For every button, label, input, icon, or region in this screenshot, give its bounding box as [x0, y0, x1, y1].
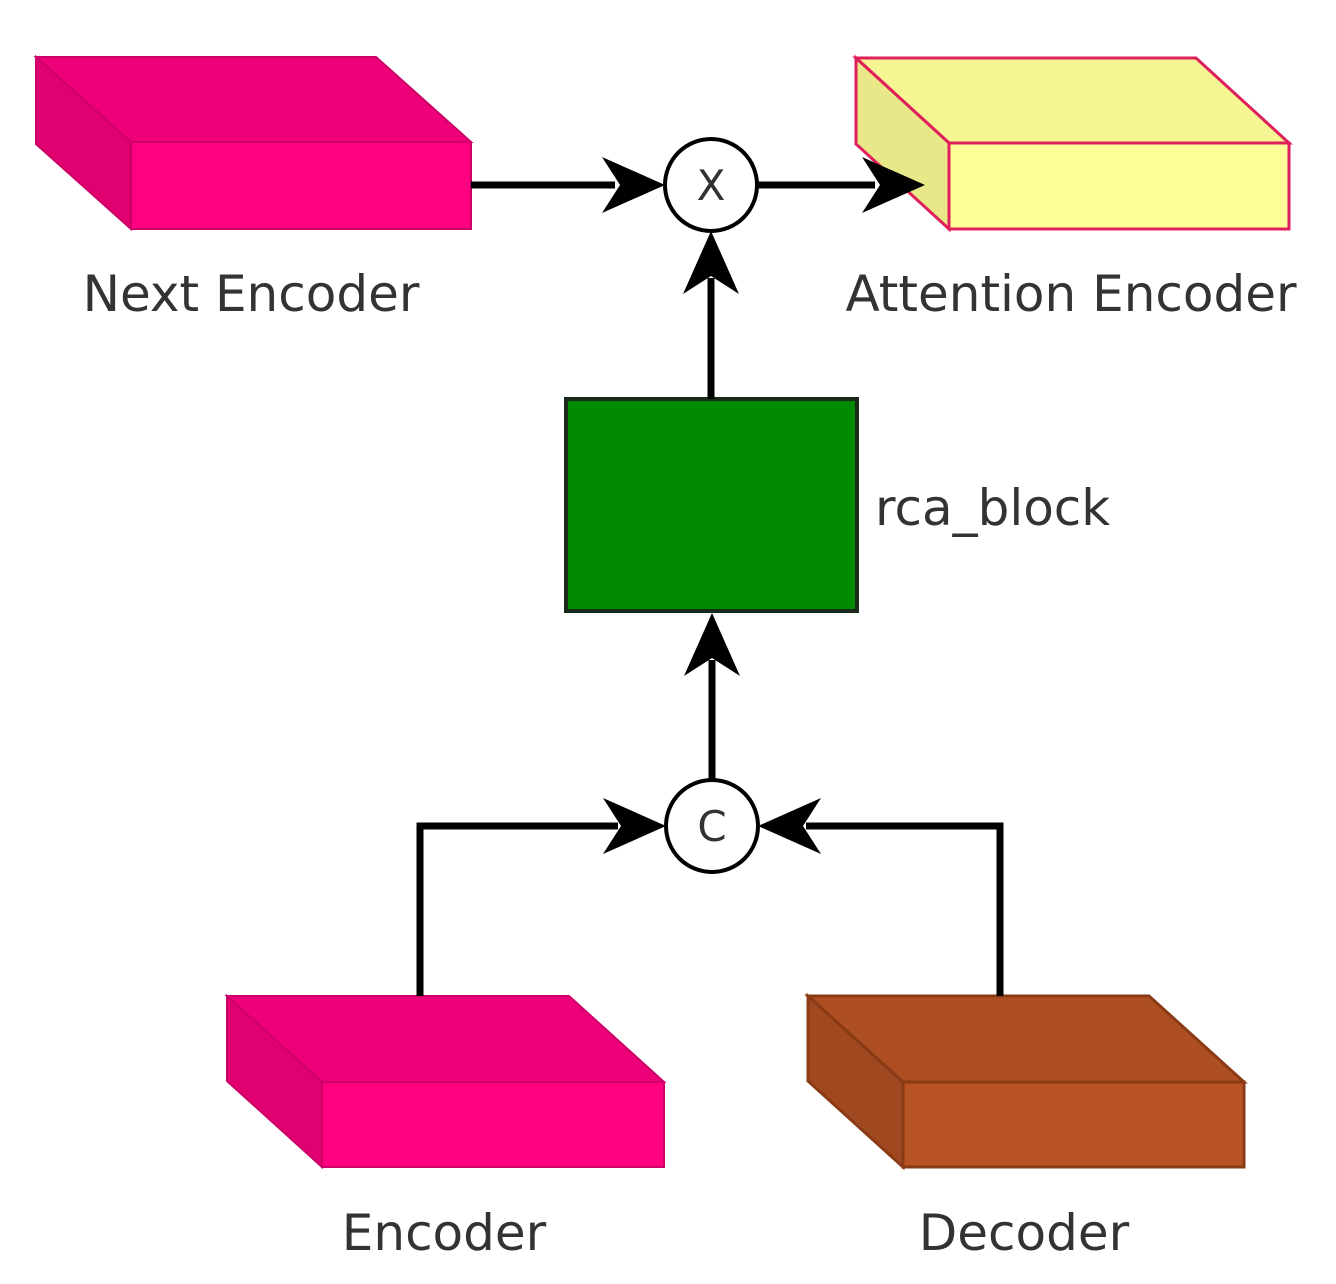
edge-concat-to-rca-block: [684, 613, 740, 780]
encoder-front-face: [321, 1081, 665, 1168]
concat-operator: C: [664, 778, 760, 874]
multiply-glyph: X: [697, 161, 726, 210]
next-encoder-front-face: [130, 141, 472, 230]
edge-decoder-to-concat: [758, 798, 1004, 996]
edge-next-encoder-to-multiply: [471, 157, 665, 213]
encoder-label: Encoder: [342, 1204, 547, 1262]
attention-encoder-front-face: [947, 141, 1291, 231]
edge-rca-block-to-multiply: [683, 231, 739, 399]
next-encoder-label: Next Encoder: [83, 265, 420, 323]
decoder-label: Decoder: [919, 1204, 1130, 1262]
decoder-block: [804, 992, 1248, 1171]
concat-glyph: C: [697, 802, 726, 851]
attention-encoder-label: Attention Encoder: [845, 265, 1297, 323]
rca-block-label: rca_block: [875, 479, 1110, 537]
edge-multiply-to-attention-encoder: [757, 157, 925, 213]
multiply-operator: X: [663, 137, 759, 233]
rca-block-box: [564, 397, 859, 613]
decoder-front-face: [901, 1080, 1246, 1169]
encoder-block: [224, 993, 667, 1170]
edge-encoder-to-concat: [416, 798, 666, 996]
next-encoder-block: [33, 54, 474, 232]
attention-encoder-block: [852, 54, 1293, 233]
